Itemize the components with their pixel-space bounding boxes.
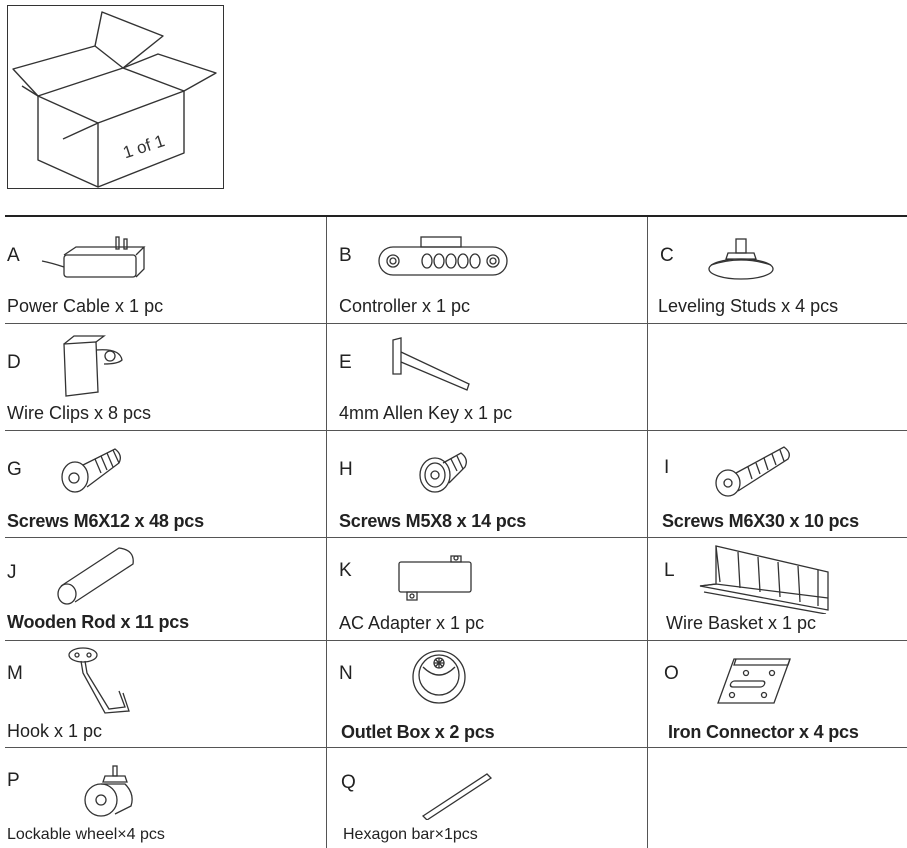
part-letter: A — [7, 245, 20, 266]
part-cell-m: M Hook x 1 pc — [5, 641, 327, 747]
part-letter: D — [7, 352, 21, 373]
part-name: Leveling Studs x 4 pcs — [658, 296, 839, 316]
part-letter: C — [660, 245, 674, 266]
iron-connector-icon — [717, 658, 791, 704]
part-cell-empty — [648, 324, 907, 430]
long-screw-icon — [715, 446, 790, 497]
controller-icon — [378, 236, 508, 276]
table-row: A Power Cable x 1 pc B — [5, 217, 907, 324]
part-cell-i: I Screws M6X30 x 10 pcs — [648, 431, 907, 537]
part-cell-l: L Wire Basket x 1 pc — [648, 538, 907, 640]
table-row: M Hook x 1 pc N — [5, 641, 907, 748]
part-name: Controller x 1 pc — [339, 296, 471, 316]
part-letter: N — [339, 663, 353, 684]
part-letter: Q — [341, 772, 356, 793]
table-row: J Wooden Rod x 11 pcs K AC Adap — [5, 538, 907, 641]
wire-basket-icon — [699, 545, 829, 614]
screw-icon — [61, 448, 121, 493]
cardboard-box-icon: 1 of 1 — [12, 11, 217, 188]
outlet-box-icon — [412, 650, 466, 704]
part-name: Wooden Rod x 11 pcs — [7, 612, 189, 632]
part-name: Hook x 1 pc — [7, 721, 103, 741]
leveling-stud-icon — [708, 238, 774, 280]
part-name: Screws M6X12 x 48 pcs — [7, 511, 204, 531]
power-adapter-icon — [41, 236, 146, 278]
part-cell-o: O Iron Connector x 4 pcs — [648, 641, 907, 747]
part-cell-q: Q Hexagon bar×1pcs — [327, 748, 648, 848]
part-letter: I — [664, 457, 670, 478]
part-cell-j: J Wooden Rod x 11 pcs — [5, 538, 327, 640]
part-name: Wire Basket x 1 pc — [666, 613, 817, 633]
part-cell-h: H Screws M5X8 x 14 pcs — [327, 431, 648, 537]
table-row: P Lockable wheel×4 pcs Q Hexagon bar×1pc… — [5, 748, 907, 848]
part-name: Screws M6X30 x 10 pcs — [662, 511, 859, 531]
caster-wheel-icon — [84, 765, 133, 817]
wooden-rod-icon — [57, 547, 134, 605]
part-letter: L — [664, 560, 675, 581]
part-name: Outlet Box x 2 pcs — [341, 722, 495, 742]
package-box-figure: 1 of 1 — [7, 5, 224, 189]
part-name: Power Cable x 1 pc — [7, 296, 164, 316]
part-cell-a: A Power Cable x 1 pc — [5, 217, 327, 323]
part-name: Iron Connector x 4 pcs — [668, 722, 859, 742]
part-letter: J — [7, 562, 17, 583]
part-name: AC Adapter x 1 pc — [339, 613, 485, 633]
part-cell-c: C Leveling Studs x 4 pcs — [648, 217, 907, 323]
part-name: Wire Clips x 8 pcs — [7, 403, 152, 423]
part-cell-g: G Screws M6X12 x 48 pcs — [5, 431, 327, 537]
part-cell-n: N Outlet Box x 2 pcs — [327, 641, 648, 747]
hexagon-bar-icon — [421, 773, 493, 820]
screw-washer-icon — [419, 452, 467, 493]
part-name: Screws M5X8 x 14 pcs — [339, 511, 527, 531]
part-cell-b: B Controller x 1 pc — [327, 217, 648, 323]
part-cell-p: P Lockable wheel×4 pcs — [5, 748, 327, 848]
wire-clip-icon — [63, 335, 123, 397]
part-name: 4mm Allen Key x 1 pc — [339, 403, 513, 423]
table-row: G Screws M6X12 x 48 pcs H — [5, 431, 907, 538]
part-letter: G — [7, 459, 22, 480]
part-cell-k: K AC Adapter x 1 pc — [327, 538, 648, 640]
part-cell-e: E 4mm Allen Key x 1 pc — [327, 324, 648, 430]
part-cell-empty — [648, 748, 907, 848]
part-letter: P — [7, 770, 20, 791]
part-letter: E — [339, 352, 352, 373]
ac-adapter-icon — [398, 555, 472, 601]
part-letter: M — [7, 663, 23, 684]
allen-key-icon — [392, 337, 470, 391]
part-letter: B — [339, 245, 352, 266]
part-name: Hexagon bar×1pcs — [343, 826, 478, 843]
part-letter: H — [339, 459, 353, 480]
box-label: 1 of 1 — [121, 131, 167, 162]
part-letter: K — [339, 560, 352, 581]
part-name: Lockable wheel×4 pcs — [7, 826, 165, 843]
parts-list-table: A Power Cable x 1 pc B — [5, 215, 907, 848]
part-cell-d: D Wire Clips x 8 pcs — [5, 324, 327, 430]
hook-icon — [68, 647, 130, 714]
part-letter: O — [664, 663, 679, 684]
table-row: D Wire Clips x 8 pcs E 4mm Allen Key x 1… — [5, 324, 907, 431]
